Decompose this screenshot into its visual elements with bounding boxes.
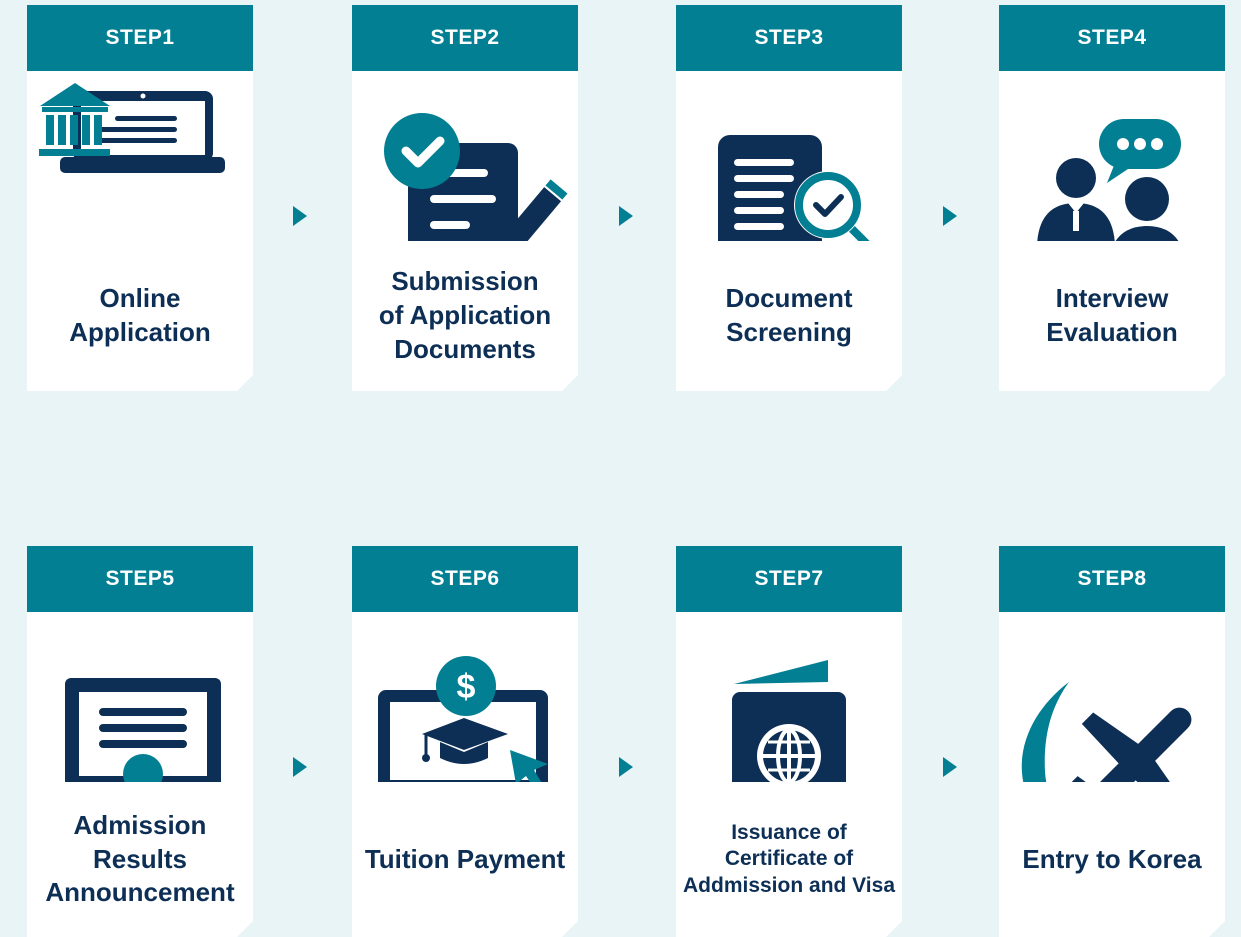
passport-icon: [676, 612, 902, 782]
arrow-right-icon: [293, 206, 307, 226]
step-label: Submission of Application Documents: [378, 266, 552, 364]
svg-text:$: $: [457, 668, 476, 706]
arrow-right-icon: [619, 206, 633, 226]
arrow-right-icon: [943, 757, 957, 777]
step-label: Document Screening: [725, 283, 853, 347]
step-header: STEP8: [999, 546, 1225, 612]
step-card-1: STEP1 Online Application: [27, 5, 253, 391]
step-header: STEP5: [27, 546, 253, 612]
interview-icon: [999, 71, 1225, 241]
document-screening-icon: [676, 71, 902, 241]
step-header: STEP1: [27, 5, 253, 71]
document-submission-icon: [352, 71, 578, 241]
step-header: STEP2: [352, 5, 578, 71]
step-header: STEP6: [352, 546, 578, 612]
step-header: STEP4: [999, 5, 1225, 71]
step-card-6: STEP6 $ Tuition Payment: [352, 546, 578, 937]
step-label: Tuition Payment: [364, 843, 566, 874]
step-label: Admission Results Announcement: [45, 809, 235, 908]
step-label: Online Application: [69, 283, 211, 347]
step-card-3: STEP3 Document Screening: [676, 5, 902, 391]
step-label: Interview Evaluation: [1046, 283, 1178, 347]
certificate-icon: [27, 612, 253, 782]
step-card-5: STEP5 Admission Results Announcement: [27, 546, 253, 937]
step-card-2: STEP2 Submission of Application Document…: [352, 5, 578, 391]
step-card-4: STEP4 Interview Evaluation: [999, 5, 1225, 391]
step-header: STEP7: [676, 546, 902, 612]
online-application-icon: [27, 71, 253, 241]
step-card-8: STEP8 Entry to Korea: [999, 546, 1225, 937]
tuition-payment-icon: $: [352, 612, 578, 782]
step-header: STEP3: [676, 5, 902, 71]
arrow-right-icon: [619, 757, 633, 777]
step-label: Entry to Korea: [1022, 843, 1202, 874]
arrow-right-icon: [293, 757, 307, 777]
step-label: Issuance of Certificate of Addmission an…: [683, 821, 895, 897]
arrow-right-icon: [943, 206, 957, 226]
airplane-icon: [999, 612, 1225, 782]
step-card-7: STEP7 Issuance of Certificate of Addmiss…: [676, 546, 902, 937]
